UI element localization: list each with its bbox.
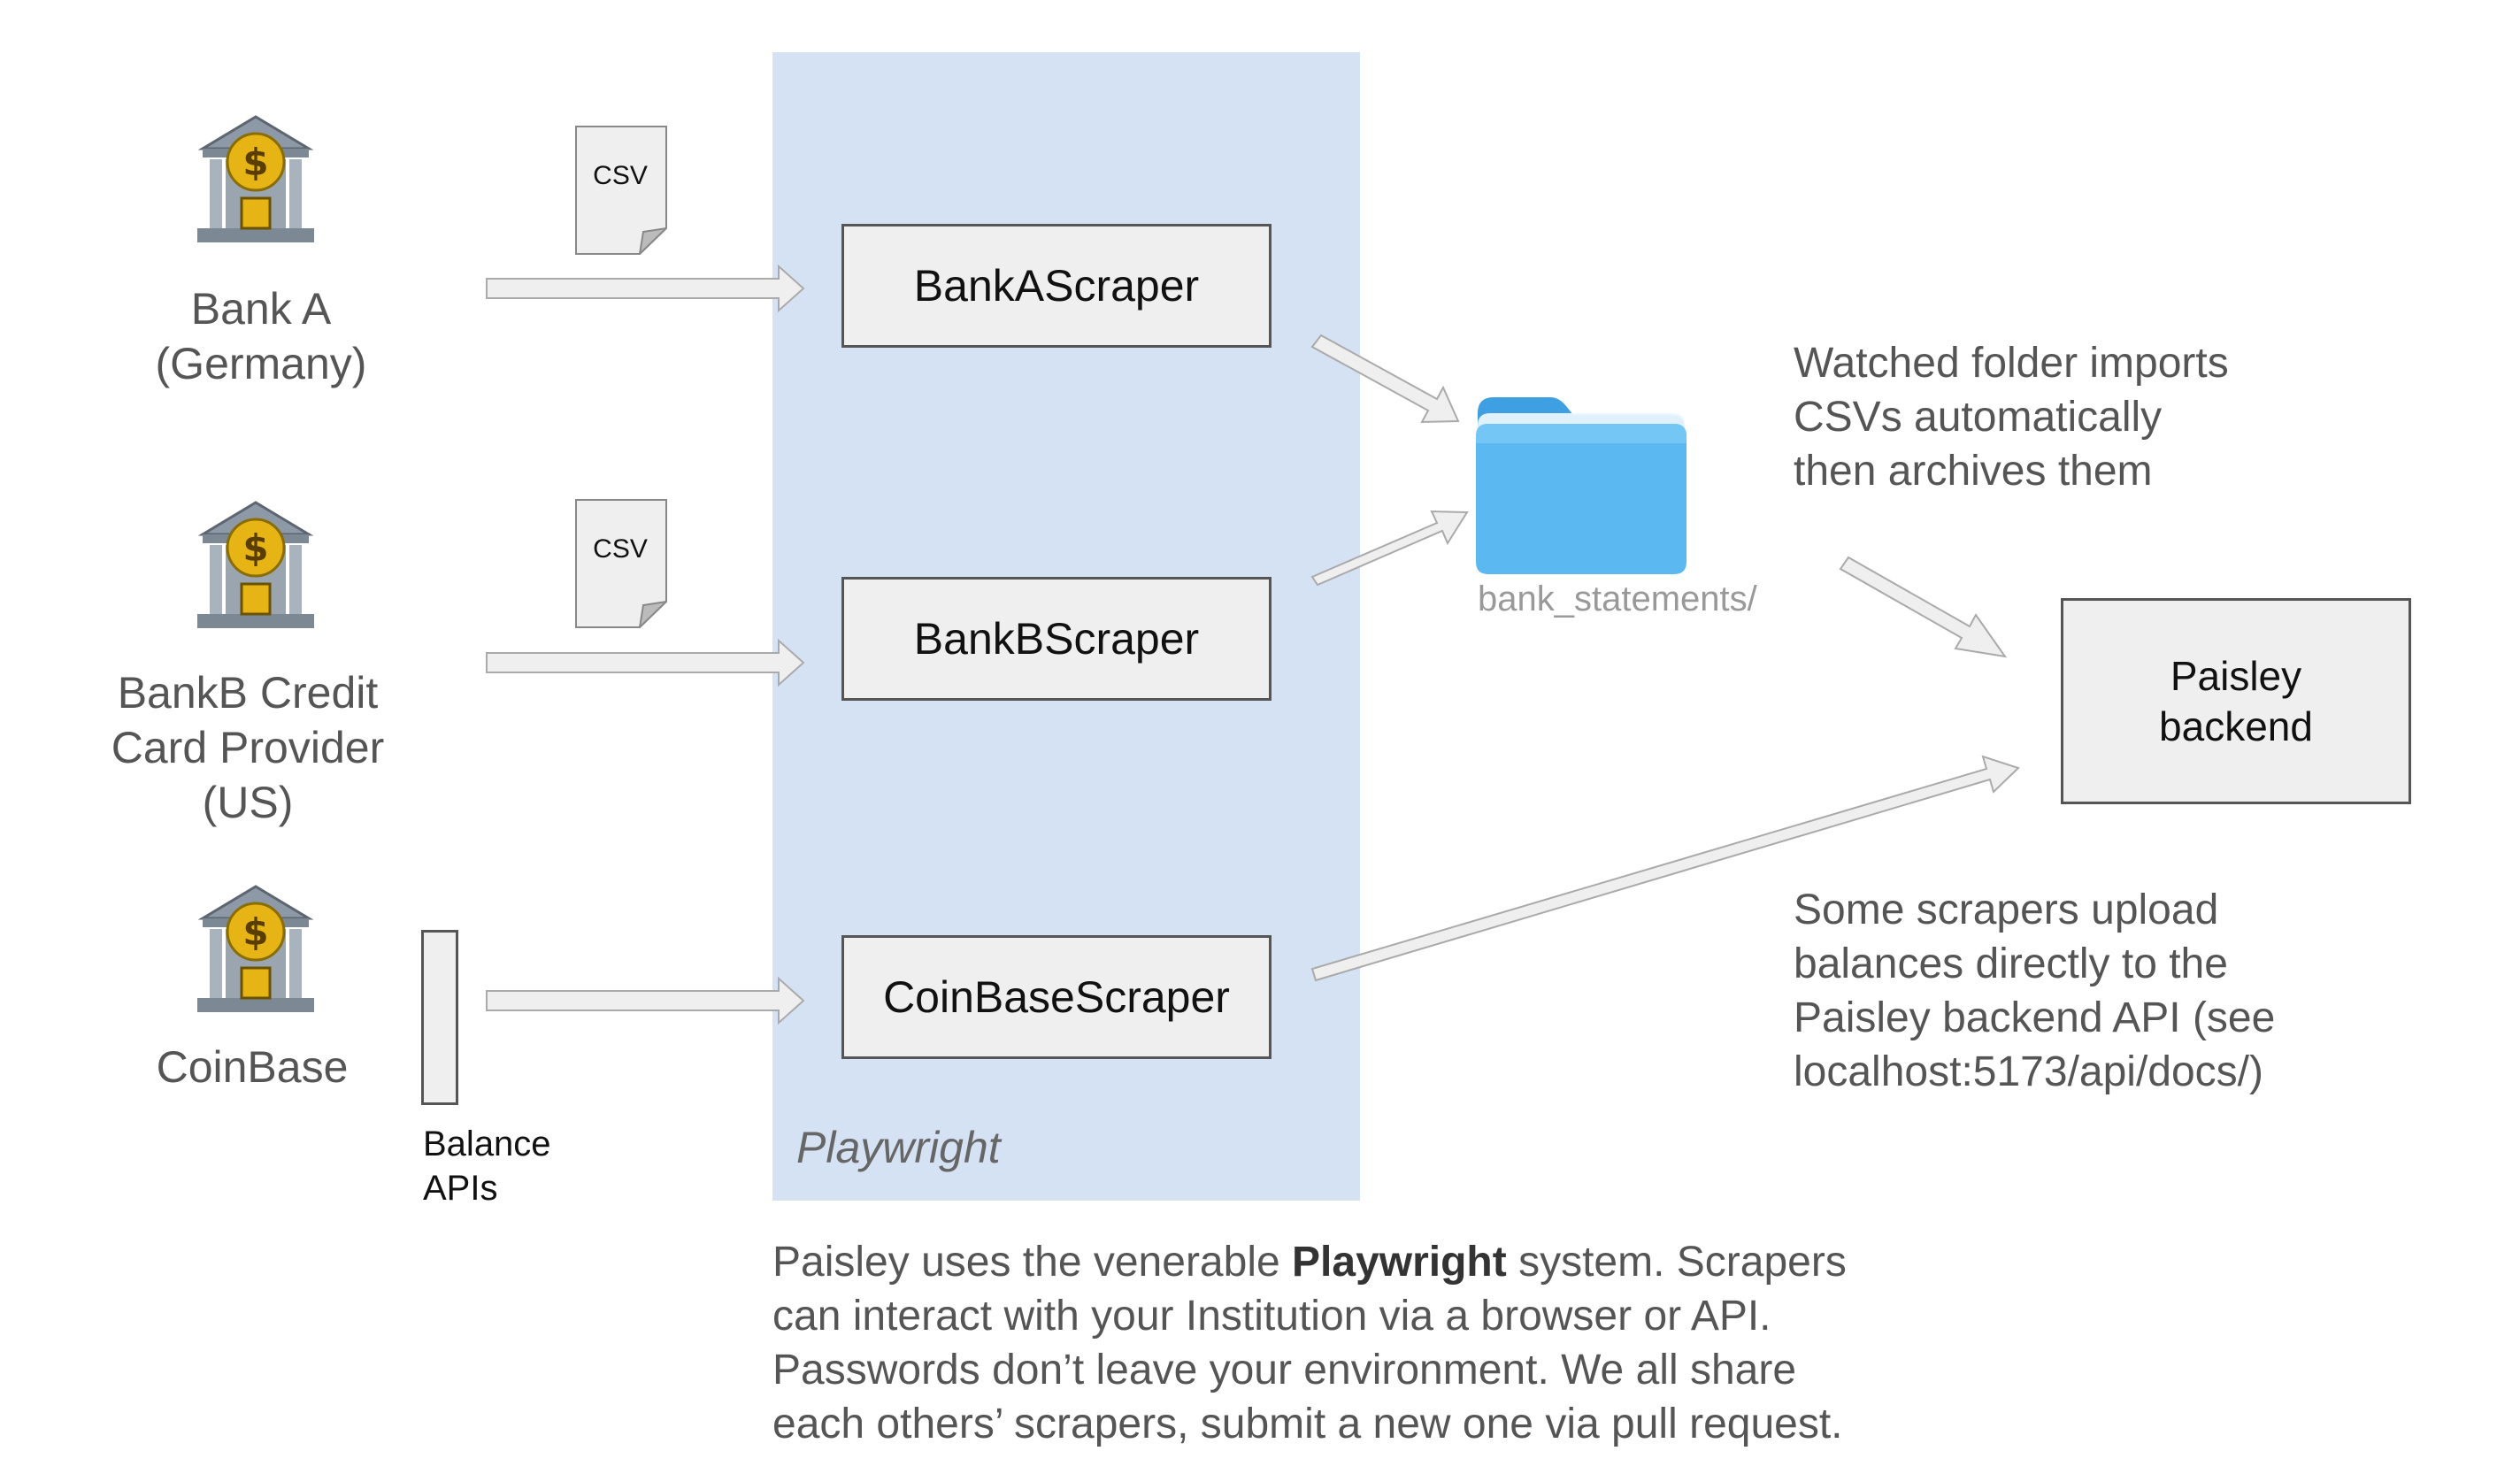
playwright-emphasis: Playwright xyxy=(1292,1239,1507,1286)
coinbase-label: CoinBase xyxy=(156,1042,349,1092)
balance-apis-label: Balance APIs xyxy=(423,1125,551,1208)
arrow-scraper-b-to-folder xyxy=(1310,510,1469,587)
csv-label: CSV xyxy=(593,534,648,564)
balance-api-bar xyxy=(421,930,458,1105)
document-icon: CSV xyxy=(575,499,667,628)
caption: Paisley uses the venerable Playwright sy… xyxy=(772,1235,1847,1451)
caption-line-2: can interact with your Institution via a… xyxy=(772,1293,1771,1340)
scraper-box-coinbase: CoinBaseScraper xyxy=(841,935,1272,1059)
upload-note: Some scrapers upload balances directly t… xyxy=(1794,887,2276,1095)
arrow-scraper-a-to-folder xyxy=(1310,334,1460,424)
arrow-folder-to-backend xyxy=(1839,556,2008,658)
svg-text:$: $ xyxy=(242,141,268,184)
caption-line-4: each others’ scrapers, submit a new one … xyxy=(772,1401,1843,1447)
arrow-coinbase-scraper-to-backend xyxy=(1310,755,2020,982)
bank-a-label: Bank A (Germany) xyxy=(155,284,367,388)
caption-line-3: Passwords don’t leave your environment. … xyxy=(772,1347,1797,1393)
svg-text:$: $ xyxy=(242,526,268,570)
document-icon: CSV xyxy=(575,126,667,255)
bank-icon: $ xyxy=(197,501,314,628)
folder-icon xyxy=(1476,397,1686,574)
bank-icon: $ xyxy=(197,115,314,242)
bank-b-label: BankB Credit Card Provider (US) xyxy=(111,668,385,827)
arrow-coinbase-to-scraper xyxy=(486,976,805,1025)
playwright-label: Playwright xyxy=(796,1123,1001,1172)
caption-line-1: Paisley uses the venerable Playwright sy… xyxy=(772,1239,1847,1286)
scraper-box-bank-a: BankAScraper xyxy=(841,224,1272,348)
bank-icon: $ xyxy=(197,885,314,1012)
arrow-bank-a-to-scraper xyxy=(486,264,805,313)
scraper-box-bank-b: BankBScraper xyxy=(841,577,1272,701)
svg-text:$: $ xyxy=(242,910,268,954)
watched-folder-note: Watched folder imports CSVs automaticall… xyxy=(1794,340,2229,495)
csv-label: CSV xyxy=(593,161,648,190)
arrow-bank-b-to-scraper xyxy=(486,638,805,687)
backend-box: Paisley backend xyxy=(2061,598,2411,804)
folder-label: bank_statements/ xyxy=(1478,580,1757,618)
